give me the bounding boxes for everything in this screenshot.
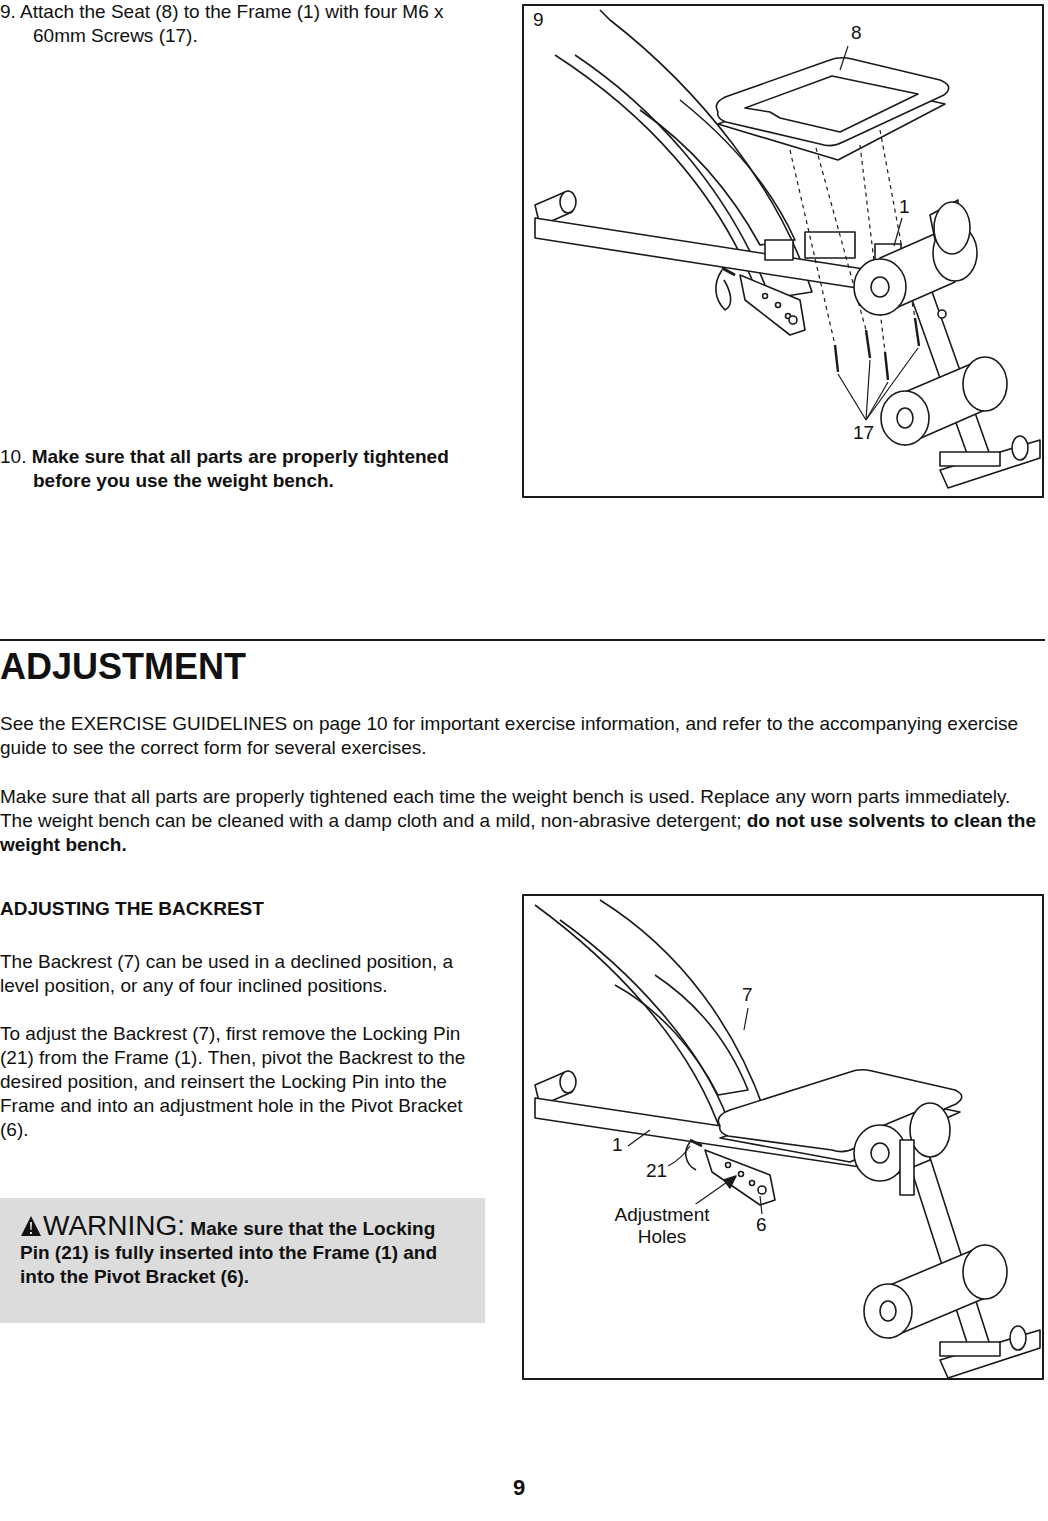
- warning-icon: [20, 1215, 42, 1237]
- label-text: Make sure that all parts are properly ti…: [32, 446, 449, 491]
- body-paragraph: To adjust the Backrest (7), first remove…: [0, 1022, 475, 1142]
- assembly-step: 10. Make sure that all parts are properl…: [0, 445, 480, 493]
- bench-figure-step9: [535, 10, 1040, 488]
- label-text: 6: [756, 1214, 767, 1235]
- label-text: 21: [646, 1160, 667, 1181]
- label-text: Attach the Seat (8) to the Frame (1) wit…: [20, 1, 443, 46]
- section-title: ADJUSTMENT: [0, 646, 246, 688]
- warning-box: WARNING: Make sure that the Locking Pin …: [0, 1198, 485, 1323]
- callout-number: 17: [852, 422, 875, 444]
- label-text: 17: [853, 422, 874, 443]
- figure-frame: [523, 5, 1043, 497]
- callout-number: 7: [741, 984, 754, 1006]
- label-text: 1: [612, 1134, 623, 1155]
- label-text: See the EXERCISE GUIDELINES on page 10 f…: [0, 713, 1018, 758]
- callout-number: 21: [645, 1160, 668, 1182]
- callout-number: 1: [898, 196, 911, 218]
- assembly-step: 9. Attach the Seat (8) to the Frame (1) …: [0, 0, 480, 48]
- body-paragraph: The Backrest (7) can be used in a declin…: [0, 950, 470, 998]
- body-paragraph: Make sure that all parts are properly ti…: [0, 785, 1046, 857]
- label-text: 9.: [0, 1, 16, 22]
- label-text: 7: [742, 984, 753, 1005]
- warning-heading: WARNING:: [43, 1210, 185, 1241]
- label-text: 1: [899, 196, 910, 217]
- label-text: 9: [533, 9, 544, 30]
- callout-number: 8: [850, 22, 863, 44]
- label-text: ADJUSTING THE BACKREST: [0, 898, 264, 919]
- figure-number: 9: [533, 8, 544, 32]
- label-text: 10.: [0, 446, 26, 467]
- callout-number: 1: [611, 1134, 624, 1156]
- label-text: To adjust the Backrest (7), first remove…: [0, 1023, 465, 1140]
- figure-frame: [523, 895, 1043, 1379]
- subheading: ADJUSTING THE BACKREST: [0, 897, 264, 921]
- heading-text: ADJUSTMENT: [0, 646, 246, 687]
- label-text: Adjustment Holes: [614, 1204, 709, 1247]
- callout-label: Adjustment Holes: [600, 1204, 724, 1248]
- label-text: 8: [851, 22, 862, 43]
- bench-figure-adjust: [535, 900, 1040, 1378]
- section-rule: [0, 639, 1045, 641]
- body-paragraph: See the EXERCISE GUIDELINES on page 10 f…: [0, 712, 1046, 760]
- callout-number: 6: [755, 1214, 768, 1236]
- page-number: 9: [513, 1476, 525, 1500]
- label-text: 9: [513, 1475, 525, 1500]
- label-text: The Backrest (7) can be used in a declin…: [0, 951, 453, 996]
